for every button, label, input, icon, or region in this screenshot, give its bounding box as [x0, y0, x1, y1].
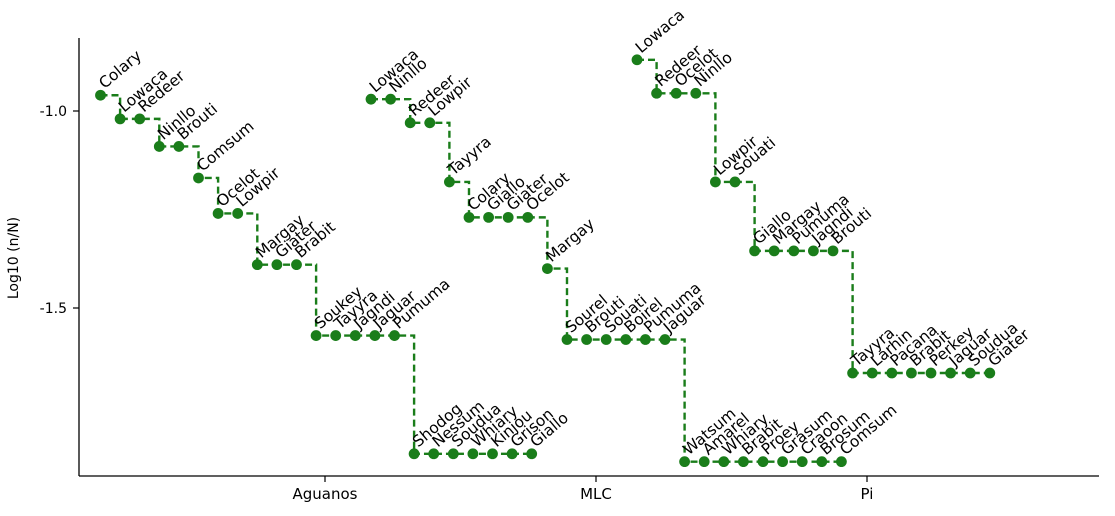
data-point	[631, 54, 643, 66]
data-point	[659, 334, 671, 345]
data-point	[385, 93, 396, 105]
series-step-line	[371, 97, 842, 463]
data-point	[193, 172, 204, 184]
data-point	[173, 141, 185, 152]
data-point	[251, 259, 263, 271]
data-point	[404, 117, 416, 129]
point-label: Margay	[542, 215, 598, 266]
data-point	[827, 245, 839, 257]
data-point	[729, 176, 741, 188]
data-point	[291, 259, 302, 271]
data-point	[640, 334, 651, 345]
data-point	[757, 456, 769, 468]
data-point	[502, 211, 514, 223]
data-point	[114, 113, 126, 125]
data-point	[808, 245, 819, 257]
data-point	[444, 176, 455, 188]
data-point	[847, 367, 858, 379]
data-point	[95, 89, 106, 101]
data-point	[349, 330, 361, 341]
y-axis-label: Log10 (n/N)	[6, 217, 22, 299]
point-label: Tayyra	[444, 133, 495, 180]
data-point	[749, 245, 760, 257]
data-point	[796, 456, 808, 468]
data-point	[483, 211, 494, 223]
data-point	[408, 448, 420, 460]
series-pi: LowacaRedeerOcelotNinlloLowpirSouatiGial…	[631, 6, 1033, 379]
data-point	[945, 367, 956, 379]
data-point	[330, 330, 342, 341]
data-point	[710, 176, 721, 188]
data-point	[134, 113, 146, 125]
data-point	[581, 334, 592, 345]
series-mlc: LowacaNinlloRedeerLowpirTayyraColaryGial…	[365, 45, 900, 468]
data-point	[389, 330, 400, 341]
data-point	[906, 367, 917, 379]
data-point	[522, 211, 534, 223]
data-point	[600, 334, 612, 345]
data-point	[369, 330, 381, 341]
data-point	[310, 330, 322, 341]
data-point	[886, 367, 898, 379]
chart-marks: ColaryLowacaRedeerNinlloBroutiComsumOcel…	[95, 6, 1033, 468]
data-point	[271, 259, 283, 271]
y-tick-label: -1.5	[40, 301, 67, 317]
data-point	[212, 208, 224, 219]
data-point	[561, 334, 573, 345]
x-tick-label: Aguanos	[293, 485, 358, 503]
data-point	[690, 87, 702, 99]
data-point	[698, 456, 710, 468]
data-point	[788, 245, 800, 257]
data-point	[777, 456, 788, 468]
data-point	[679, 456, 690, 468]
data-point	[670, 87, 682, 99]
data-point	[925, 367, 937, 379]
data-point	[424, 117, 436, 129]
data-point	[506, 448, 518, 460]
data-point	[467, 448, 479, 460]
data-point	[836, 456, 847, 468]
x-tick-label: MLC	[580, 485, 612, 503]
data-point	[153, 141, 165, 152]
data-point	[651, 87, 662, 99]
data-point	[816, 456, 828, 468]
data-point	[542, 263, 553, 274]
x-tick-label: Pi	[861, 485, 874, 503]
data-point	[487, 448, 498, 460]
data-point	[718, 456, 730, 468]
data-point	[984, 367, 996, 379]
data-point	[620, 334, 632, 345]
series-aguanos: ColaryLowacaRedeerNinlloBroutiComsumOcel…	[95, 47, 572, 460]
data-point	[447, 448, 459, 460]
data-point	[232, 208, 244, 219]
data-point	[463, 211, 475, 223]
data-point	[738, 456, 749, 468]
data-point	[768, 245, 780, 257]
point-label: Lowaca	[632, 6, 688, 57]
data-point	[365, 93, 377, 105]
data-point	[866, 367, 878, 379]
data-point	[428, 448, 440, 460]
y-tick-label: -1.0	[40, 104, 67, 120]
data-point	[964, 367, 976, 379]
data-point	[526, 448, 538, 460]
